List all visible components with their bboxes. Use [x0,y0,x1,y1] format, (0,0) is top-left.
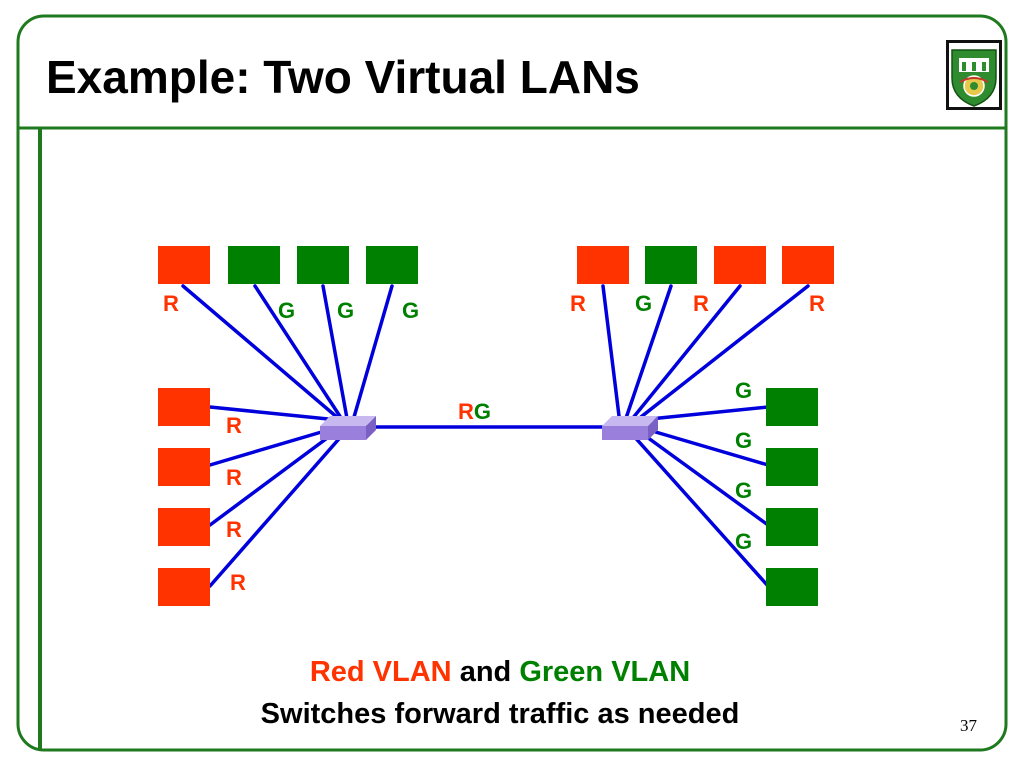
red-port-label: R [230,570,246,595]
red-host [158,388,210,426]
right-top-hosts [577,246,834,284]
left-side-hosts [158,388,210,606]
green-host [766,388,818,426]
red-host [158,568,210,606]
red-port-label: R [226,413,242,438]
link-line [208,405,340,422]
green-port-label: G [278,298,295,323]
university-crest-icon [946,40,1002,110]
green-host [766,448,818,486]
caption-switches: Switches forward traffic as needed [260,698,740,730]
right-switch [602,416,658,440]
trunk-label-green: G [474,399,491,424]
green-host [645,246,697,284]
red-port-label: R [226,465,242,490]
link-lines [181,284,810,588]
caption-green-vlan: Green VLAN [519,656,691,688]
link-line [208,428,340,527]
green-host [766,508,818,546]
red-port-label: R [809,291,825,316]
trunk-label-red: R [458,399,474,424]
port-labels: R G G G R R R R R G R R G G G G RG [163,291,825,595]
green-port-label: G [735,428,752,453]
trunk-label: RG [458,399,491,424]
red-port-label: R [163,291,179,316]
green-port-label: G [735,478,752,503]
link-line [253,284,347,426]
green-port-label: G [337,298,354,323]
red-port-label: R [693,291,709,316]
left-top-hosts [158,246,418,284]
caption-red-vlan: Red VLAN [309,656,452,688]
red-host [782,246,834,284]
page-number: 37 [960,716,977,735]
frame-border [16,14,1008,752]
link-line [181,284,347,426]
link-line [630,432,770,588]
caption-and: and [459,656,512,688]
red-host [158,448,210,486]
link-line [630,284,810,426]
link-line [208,426,337,467]
link-line [208,430,347,588]
link-line [640,426,770,467]
link-line [622,284,673,426]
red-port-label: R [226,517,242,542]
red-host [714,246,766,284]
green-port-label: G [635,291,652,316]
green-port-label: G [735,529,752,554]
green-host [297,246,349,284]
link-line [626,284,742,426]
link-line [601,284,622,426]
slide-title: Example: Two Virtual LANs [46,51,640,103]
link-line [350,284,394,426]
link-line [321,284,350,426]
left-switch [320,416,376,440]
link-line [638,405,770,422]
green-host [366,246,418,284]
link-line [638,430,770,527]
green-host [766,568,818,606]
red-host [158,246,210,284]
red-host [577,246,629,284]
green-port-label: G [735,378,752,403]
green-port-label: G [402,298,419,323]
red-port-label: R [570,291,586,316]
green-host [228,246,280,284]
caption-vlans: Red VLAN and Green VLAN [0,658,1000,687]
red-host [158,508,210,546]
right-side-hosts [766,388,818,606]
